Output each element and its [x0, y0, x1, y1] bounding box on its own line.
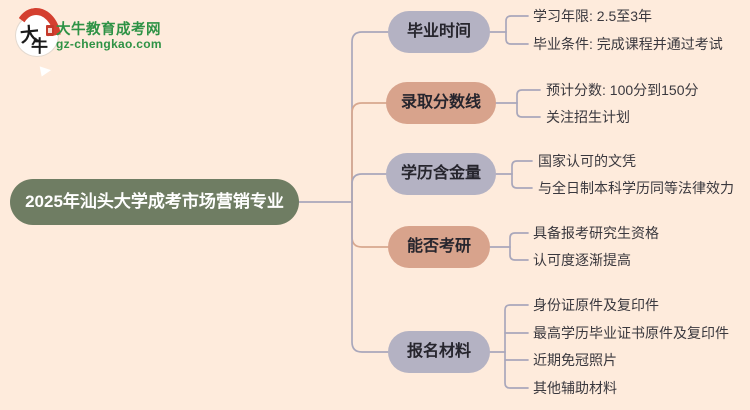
leaf-expected-score: 预计分数: 100分到150分 [546, 82, 699, 98]
branch-line-3 [351, 173, 389, 203]
bracket-3-child-2 [511, 173, 533, 189]
branch-line-2 [351, 102, 389, 203]
leaf-photos: 近期免冠照片 [533, 352, 617, 368]
branch-line-4 [351, 201, 389, 248]
bracket-3-child-1 [511, 160, 533, 175]
leaf-study-years: 学习年限: 2.5至3年 [533, 8, 653, 24]
branch-node-admission-score: 录取分数线 [386, 82, 496, 124]
bracket-4-child-1 [509, 232, 529, 248]
bracket-2-child-2 [516, 102, 541, 118]
leaf-enrollment-plan: 关注招生计划 [546, 109, 630, 125]
root-node: 2025年汕头大学成考市场营销专业 [10, 179, 299, 225]
branch-node-materials: 报名材料 [388, 331, 490, 373]
leaf-recognition-rising: 认可度逐渐提高 [533, 252, 631, 268]
brand-url: gz-chengkao.com [56, 37, 162, 51]
bracket-5-child-1 [504, 304, 529, 353]
leaf-diploma-copy: 最高学历毕业证书原件及复印件 [533, 325, 729, 341]
bracket-5-child-4 [504, 351, 529, 389]
leaf-other-materials: 其他辅助材料 [533, 380, 617, 396]
bracket-1-child-1 [505, 15, 529, 33]
branch-line-1 [351, 31, 389, 203]
branch-node-graduation-time: 毕业时间 [388, 11, 490, 53]
logo-red-seal-icon [46, 25, 54, 36]
bracket-4-child-2 [509, 246, 529, 261]
branch-node-postgrad-exam: 能否考研 [388, 226, 490, 268]
leaf-id-card: 身份证原件及复印件 [533, 297, 659, 313]
leaf-state-recognized: 国家认可的文凭 [538, 153, 636, 169]
brand-name: 大牛教育成考网 [56, 22, 161, 38]
bracket-2-child-1 [516, 89, 541, 104]
branch-line-5 [351, 201, 389, 353]
bracket-1-child-2 [505, 31, 529, 45]
brand-header: 大 牛 大牛教育成考网 gz-chengkao.com [0, 0, 240, 79]
leaf-graduation-cond: 毕业条件: 完成课程并通过考试 [533, 36, 723, 52]
branch-node-degree-value: 学历含金量 [386, 153, 496, 195]
leaf-legal-equivalence: 与全日制本科学历同等法律效力 [538, 180, 734, 196]
leaf-postgrad-eligible: 具备报考研究生资格 [533, 225, 659, 241]
logo-character-2: 牛 [31, 37, 48, 57]
